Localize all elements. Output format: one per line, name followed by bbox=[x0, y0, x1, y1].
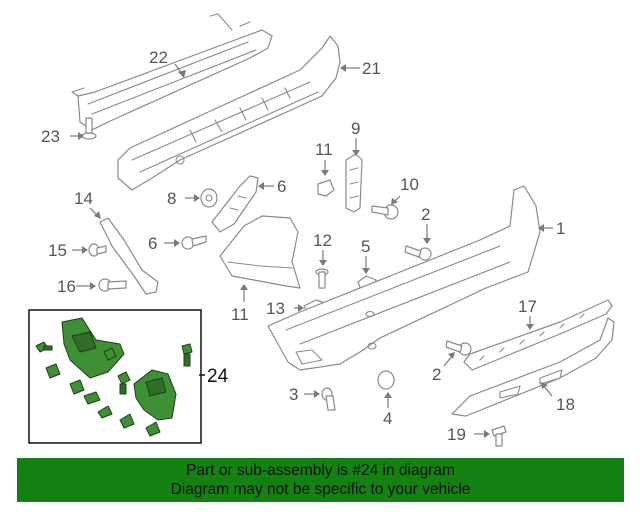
callout-3: 3 bbox=[289, 385, 298, 404]
callout-22: 22 bbox=[149, 48, 168, 67]
part-2-bolt-lower[interactable] bbox=[445, 340, 472, 356]
part-11-grommet[interactable] bbox=[317, 179, 335, 197]
part-21-energy-absorber[interactable] bbox=[117, 35, 341, 191]
callout-10: 10 bbox=[400, 175, 419, 194]
part-24-mud-flap-kit-box[interactable] bbox=[28, 309, 202, 444]
callout-2b: 2 bbox=[432, 365, 441, 384]
part-1-bumper-cover[interactable] bbox=[267, 185, 541, 371]
callout-8: 8 bbox=[167, 189, 176, 208]
callout-18: 17 bbox=[518, 297, 537, 316]
callout-20: 19 bbox=[447, 425, 466, 444]
callout-16: 15 bbox=[48, 241, 67, 260]
part-19-lower-valance[interactable] bbox=[451, 317, 615, 417]
part-8-nut[interactable] bbox=[200, 188, 218, 208]
part-3-bolt[interactable] bbox=[321, 387, 336, 411]
part-16-clip[interactable] bbox=[88, 243, 107, 257]
part-18-trim-strip[interactable] bbox=[463, 299, 613, 371]
callout-19: 18 bbox=[556, 395, 575, 414]
callout-17: 16 bbox=[57, 277, 76, 296]
part-20-push-clip[interactable] bbox=[491, 425, 507, 447]
callout-4: 4 bbox=[383, 409, 392, 428]
callout-14: 13 bbox=[266, 299, 285, 318]
callout-11: 11 bbox=[315, 140, 333, 159]
callout-5: 5 bbox=[361, 237, 370, 256]
part-10-bolt[interactable] bbox=[371, 204, 399, 220]
part-13-bolt[interactable] bbox=[315, 268, 329, 289]
part-6-bracket[interactable] bbox=[211, 175, 259, 233]
callout-15: 14 bbox=[74, 189, 93, 208]
callout-6: 6 bbox=[277, 177, 286, 196]
callout-24: 24 bbox=[207, 366, 229, 387]
part-15-side-bracket[interactable] bbox=[99, 217, 159, 295]
part-9-bracket[interactable] bbox=[345, 153, 363, 213]
part-12-deflector[interactable] bbox=[219, 215, 301, 289]
callout-2a: 2 bbox=[421, 205, 430, 224]
callout-1: 1 bbox=[556, 219, 565, 238]
leader-lines bbox=[70, 63, 553, 438]
banner-line-2: Diagram may not be specific to your vehi… bbox=[170, 481, 471, 498]
info-banner: Part or sub-assembly is #24 in diagram D… bbox=[17, 458, 624, 502]
callout-12: 11 bbox=[231, 305, 249, 324]
part-17-bolt[interactable] bbox=[98, 278, 127, 292]
callout-labels: 22 21 23 9 11 10 8 6 2 1 14 15 6 12 5 16… bbox=[41, 48, 575, 444]
callout-7: 6 bbox=[148, 234, 157, 253]
callout-23: 23 bbox=[41, 127, 60, 146]
banner-line-1: Part or sub-assembly is #24 in diagram bbox=[186, 462, 455, 479]
callout-13: 12 bbox=[313, 231, 332, 250]
part-2-bolt-upper[interactable] bbox=[404, 245, 432, 261]
callout-9: 9 bbox=[351, 119, 360, 138]
part-4-cap[interactable] bbox=[377, 370, 395, 390]
part-7-screw[interactable] bbox=[181, 235, 207, 250]
callout-21: 21 bbox=[362, 59, 381, 78]
